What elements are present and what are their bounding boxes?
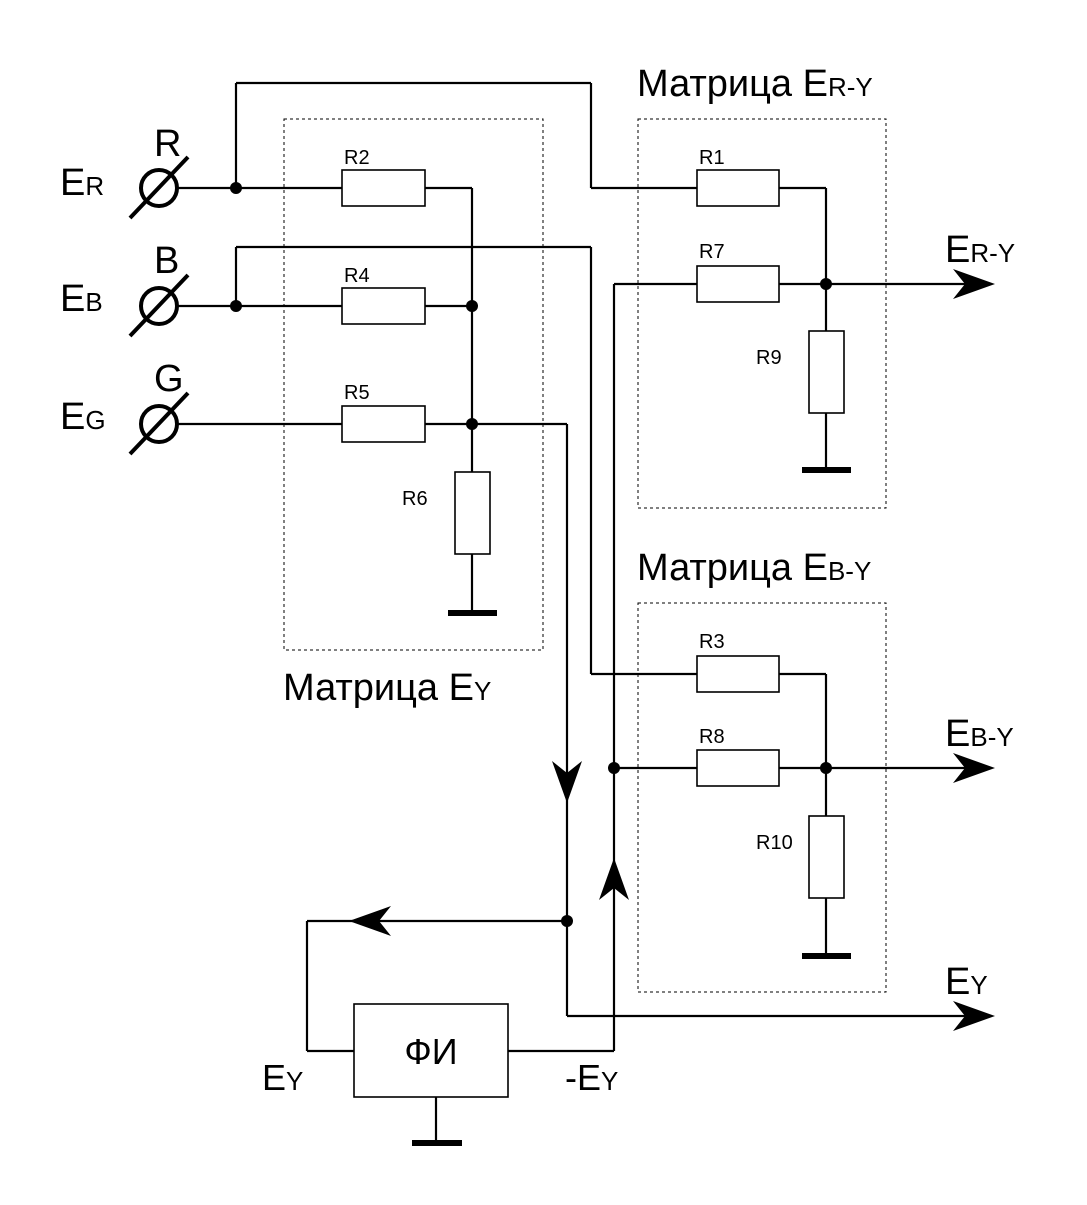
input-terminal-b — [128, 273, 190, 338]
resistor-r2: R2 — [341, 147, 426, 207]
junction-dots — [230, 182, 832, 927]
output-label-eby: EB-Y — [945, 713, 1014, 755]
svg-text:R10: R10 — [756, 832, 793, 854]
matrix-y-boundary — [283, 118, 544, 651]
resistor-r9: R9 — [756, 330, 845, 414]
wires — [178, 81, 970, 1143]
input-label-eg: EG — [60, 396, 106, 438]
arrows — [349, 269, 995, 1031]
input-letter-g: G — [154, 358, 184, 400]
svg-text:R6: R6 — [402, 488, 428, 510]
resistor-r5: R5 — [341, 382, 426, 443]
inverter-label: ФИ — [404, 1031, 457, 1072]
resistor-r4: R4 — [341, 265, 426, 325]
inverter-block: ФИ — [353, 1003, 509, 1098]
output-label-ey: EY — [945, 961, 988, 1003]
svg-text:R2: R2 — [344, 147, 370, 169]
input-terminal-g — [128, 391, 190, 456]
matrix-y-title: Матрица EY — [283, 667, 491, 709]
input-label-er: ER — [60, 162, 104, 204]
input-label-eb: EB — [60, 278, 103, 320]
matrix-by-title: Матрица EB-Y — [637, 547, 871, 589]
resistor-r10: R10 — [756, 815, 845, 899]
matrix-ry-title: Матрица ER-Y — [637, 63, 873, 105]
svg-text:R5: R5 — [344, 382, 370, 404]
resistor-r7: R7 — [696, 241, 780, 303]
resistor-r6: R6 — [402, 471, 491, 555]
svg-text:R1: R1 — [699, 147, 725, 169]
output-label-ery: ER-Y — [945, 229, 1015, 271]
svg-text:R8: R8 — [699, 726, 725, 748]
svg-text:R7: R7 — [699, 241, 725, 263]
inverter-input-label: EY — [262, 1057, 303, 1098]
input-letter-r: R — [154, 123, 181, 165]
input-letter-b: B — [154, 240, 179, 282]
svg-text:R9: R9 — [756, 347, 782, 369]
resistor-r1: R1 — [696, 147, 780, 207]
resistor-r3: R3 — [696, 631, 780, 693]
inverter-output-label: -EY — [565, 1057, 618, 1098]
svg-text:R3: R3 — [699, 631, 725, 653]
input-terminal-r — [128, 155, 190, 220]
resistor-r8: R8 — [696, 726, 780, 787]
svg-text:R4: R4 — [344, 265, 370, 287]
